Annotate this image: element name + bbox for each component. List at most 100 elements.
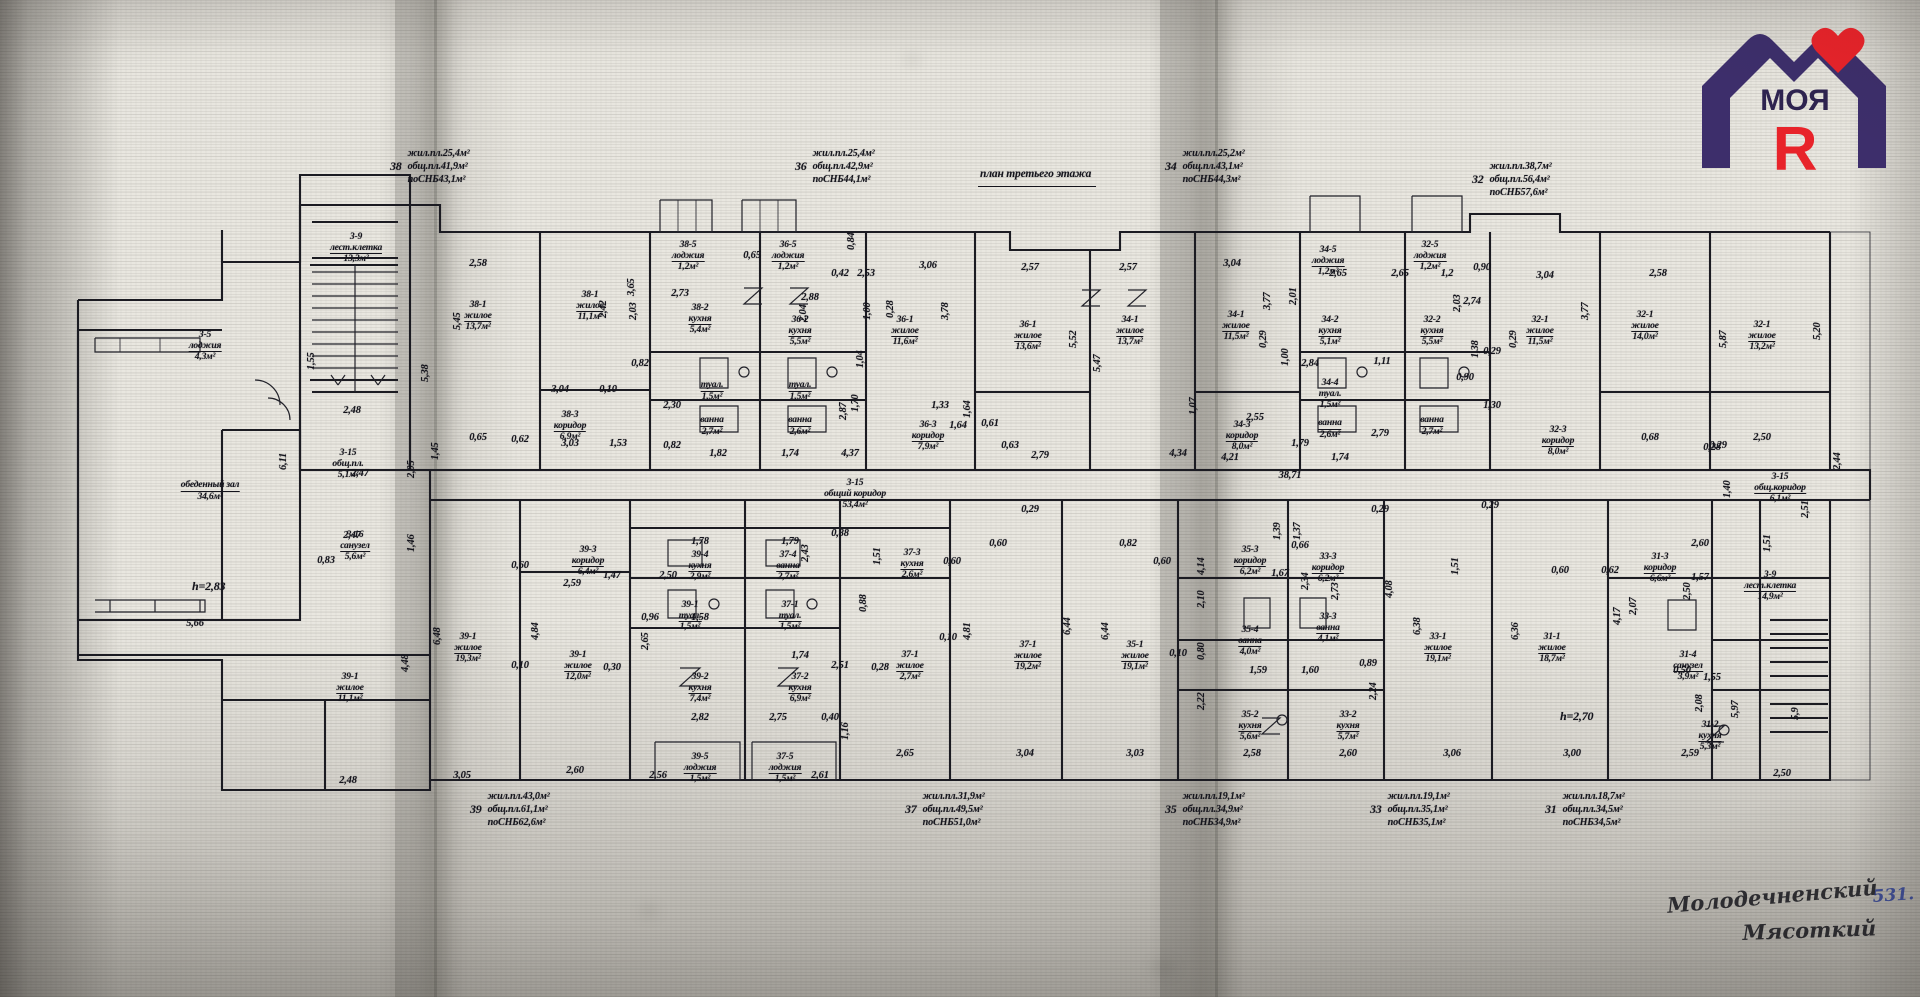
room-name: кухня bbox=[688, 312, 712, 326]
room-name: жилое bbox=[891, 324, 919, 338]
dimension-v-55: 5,97 bbox=[1730, 700, 1741, 718]
room-area: 2,7м² bbox=[777, 571, 799, 583]
room-name: жилое bbox=[1116, 324, 1144, 338]
hw-line-2: Мясоткий bbox=[1742, 915, 1877, 945]
dimension-h-101: 2,60 bbox=[1691, 538, 1709, 549]
dimension-h-89: 2,58 bbox=[1243, 748, 1261, 759]
room-name: общий коридор bbox=[824, 487, 886, 501]
room-area: 5,6м² bbox=[344, 551, 366, 563]
room-code: 36-1 bbox=[896, 314, 914, 325]
room-code: 37-1 bbox=[1019, 639, 1037, 650]
room-code: 39-1 bbox=[681, 599, 699, 610]
room-area: 1,5м² bbox=[774, 773, 796, 785]
room-name: лоджия bbox=[683, 761, 717, 775]
room-area: 6,9м² bbox=[559, 431, 581, 443]
paper-fold-right bbox=[1215, 0, 1218, 997]
dimension-v-48: 4,08 bbox=[1384, 580, 1395, 598]
dimension-h-44: 2,79 bbox=[1371, 428, 1389, 439]
dimension-h-57: 1,67 bbox=[1271, 568, 1289, 579]
paper-fold-left bbox=[434, 0, 437, 997]
dimension-h-5: 2,53 bbox=[857, 268, 875, 279]
room-area: 6,9м² bbox=[789, 693, 811, 705]
room-name: туал. bbox=[700, 379, 724, 392]
dimension-h-53: 0,60 bbox=[943, 556, 961, 567]
room-area: 2,7м² bbox=[1421, 425, 1443, 437]
scan-shadow-left bbox=[0, 0, 120, 997]
dimension-v-6: 1,46 bbox=[406, 534, 417, 552]
dimension-h-104: 0,29 bbox=[1709, 440, 1727, 451]
dimension-h-95: 1,59 bbox=[1249, 665, 1267, 676]
room-name: коридор bbox=[911, 429, 945, 443]
dimension-v-11: 2,03 bbox=[628, 302, 639, 320]
dimension-h-48: 38,71 bbox=[1278, 470, 1302, 481]
scan-shadow-fold-a bbox=[395, 0, 455, 997]
room-name: кухня bbox=[1318, 324, 1342, 338]
dimension-h-81: 2,48 bbox=[339, 775, 357, 786]
room-code: 3-15 bbox=[846, 477, 864, 488]
scan-blotch-3 bbox=[905, 55, 919, 65]
dimension-h-65: 1,58 bbox=[691, 612, 709, 623]
room-name: жилое bbox=[1748, 329, 1776, 343]
dimension-h-84: 2,56 bbox=[649, 770, 667, 781]
room-code: 37-3 bbox=[903, 547, 921, 558]
dimension-h-98: 0,50 bbox=[1673, 665, 1691, 676]
dimension-v-60: 4,81 bbox=[962, 622, 973, 640]
room-code: 36-2 bbox=[791, 314, 809, 325]
room-area: 11,5м² bbox=[1527, 336, 1553, 348]
dimension-v-56: 5,9 bbox=[1790, 707, 1801, 720]
dimension-h-17: 3,04 bbox=[551, 384, 569, 395]
dimension-h-93: 2,59 bbox=[1681, 748, 1699, 759]
room-name: жилое bbox=[454, 641, 482, 655]
dimension-v-27: 2,01 bbox=[1288, 287, 1299, 305]
room-name: лоджия bbox=[671, 249, 705, 263]
dimension-h-50: 0,29 bbox=[1371, 504, 1389, 515]
dimension-h-22: 1,53 bbox=[609, 438, 627, 449]
room-area: 13,7м² bbox=[465, 321, 491, 333]
room-name: кухня bbox=[788, 324, 812, 338]
plan-title: план третьего этажа bbox=[980, 168, 1092, 180]
dimension-v-3: 1,45 bbox=[430, 442, 441, 460]
dimension-v-35: 2,44 bbox=[1832, 452, 1843, 470]
scan-blotch-2 bbox=[640, 905, 658, 917]
dimension-v-41: 0,80 bbox=[1196, 642, 1207, 660]
room-code: 37-4 bbox=[779, 549, 797, 560]
room-area: 19,1м² bbox=[1122, 661, 1148, 673]
dimension-h-18: 0,10 bbox=[599, 384, 617, 395]
dimension-v-37: 1,40 bbox=[1722, 480, 1733, 498]
room-code: 32-5 bbox=[1421, 239, 1439, 250]
dimension-h-58: 0,62 bbox=[511, 434, 529, 445]
room-area: 4,3м² bbox=[194, 351, 216, 363]
room-code: 36-3 bbox=[919, 419, 937, 430]
dimension-v-24: 1,07 bbox=[1188, 397, 1199, 415]
room-name: жилое bbox=[336, 681, 364, 695]
room-name: ванна bbox=[1316, 621, 1340, 635]
dimension-h-19: 2,30 bbox=[663, 400, 681, 411]
hw-code: 531. bbox=[1872, 884, 1915, 907]
dimension-h-7: 2,57 bbox=[1021, 262, 1039, 273]
dimension-h-87: 3,04 bbox=[1016, 748, 1034, 759]
dimension-h-80: 5,66 bbox=[186, 618, 204, 629]
dimension-h-36: 0,90 bbox=[1456, 372, 1474, 383]
room-name: жилое bbox=[1014, 329, 1042, 343]
room-area: 1,5м² bbox=[1319, 399, 1341, 411]
dimension-v-53: 2,50 bbox=[1682, 582, 1693, 600]
